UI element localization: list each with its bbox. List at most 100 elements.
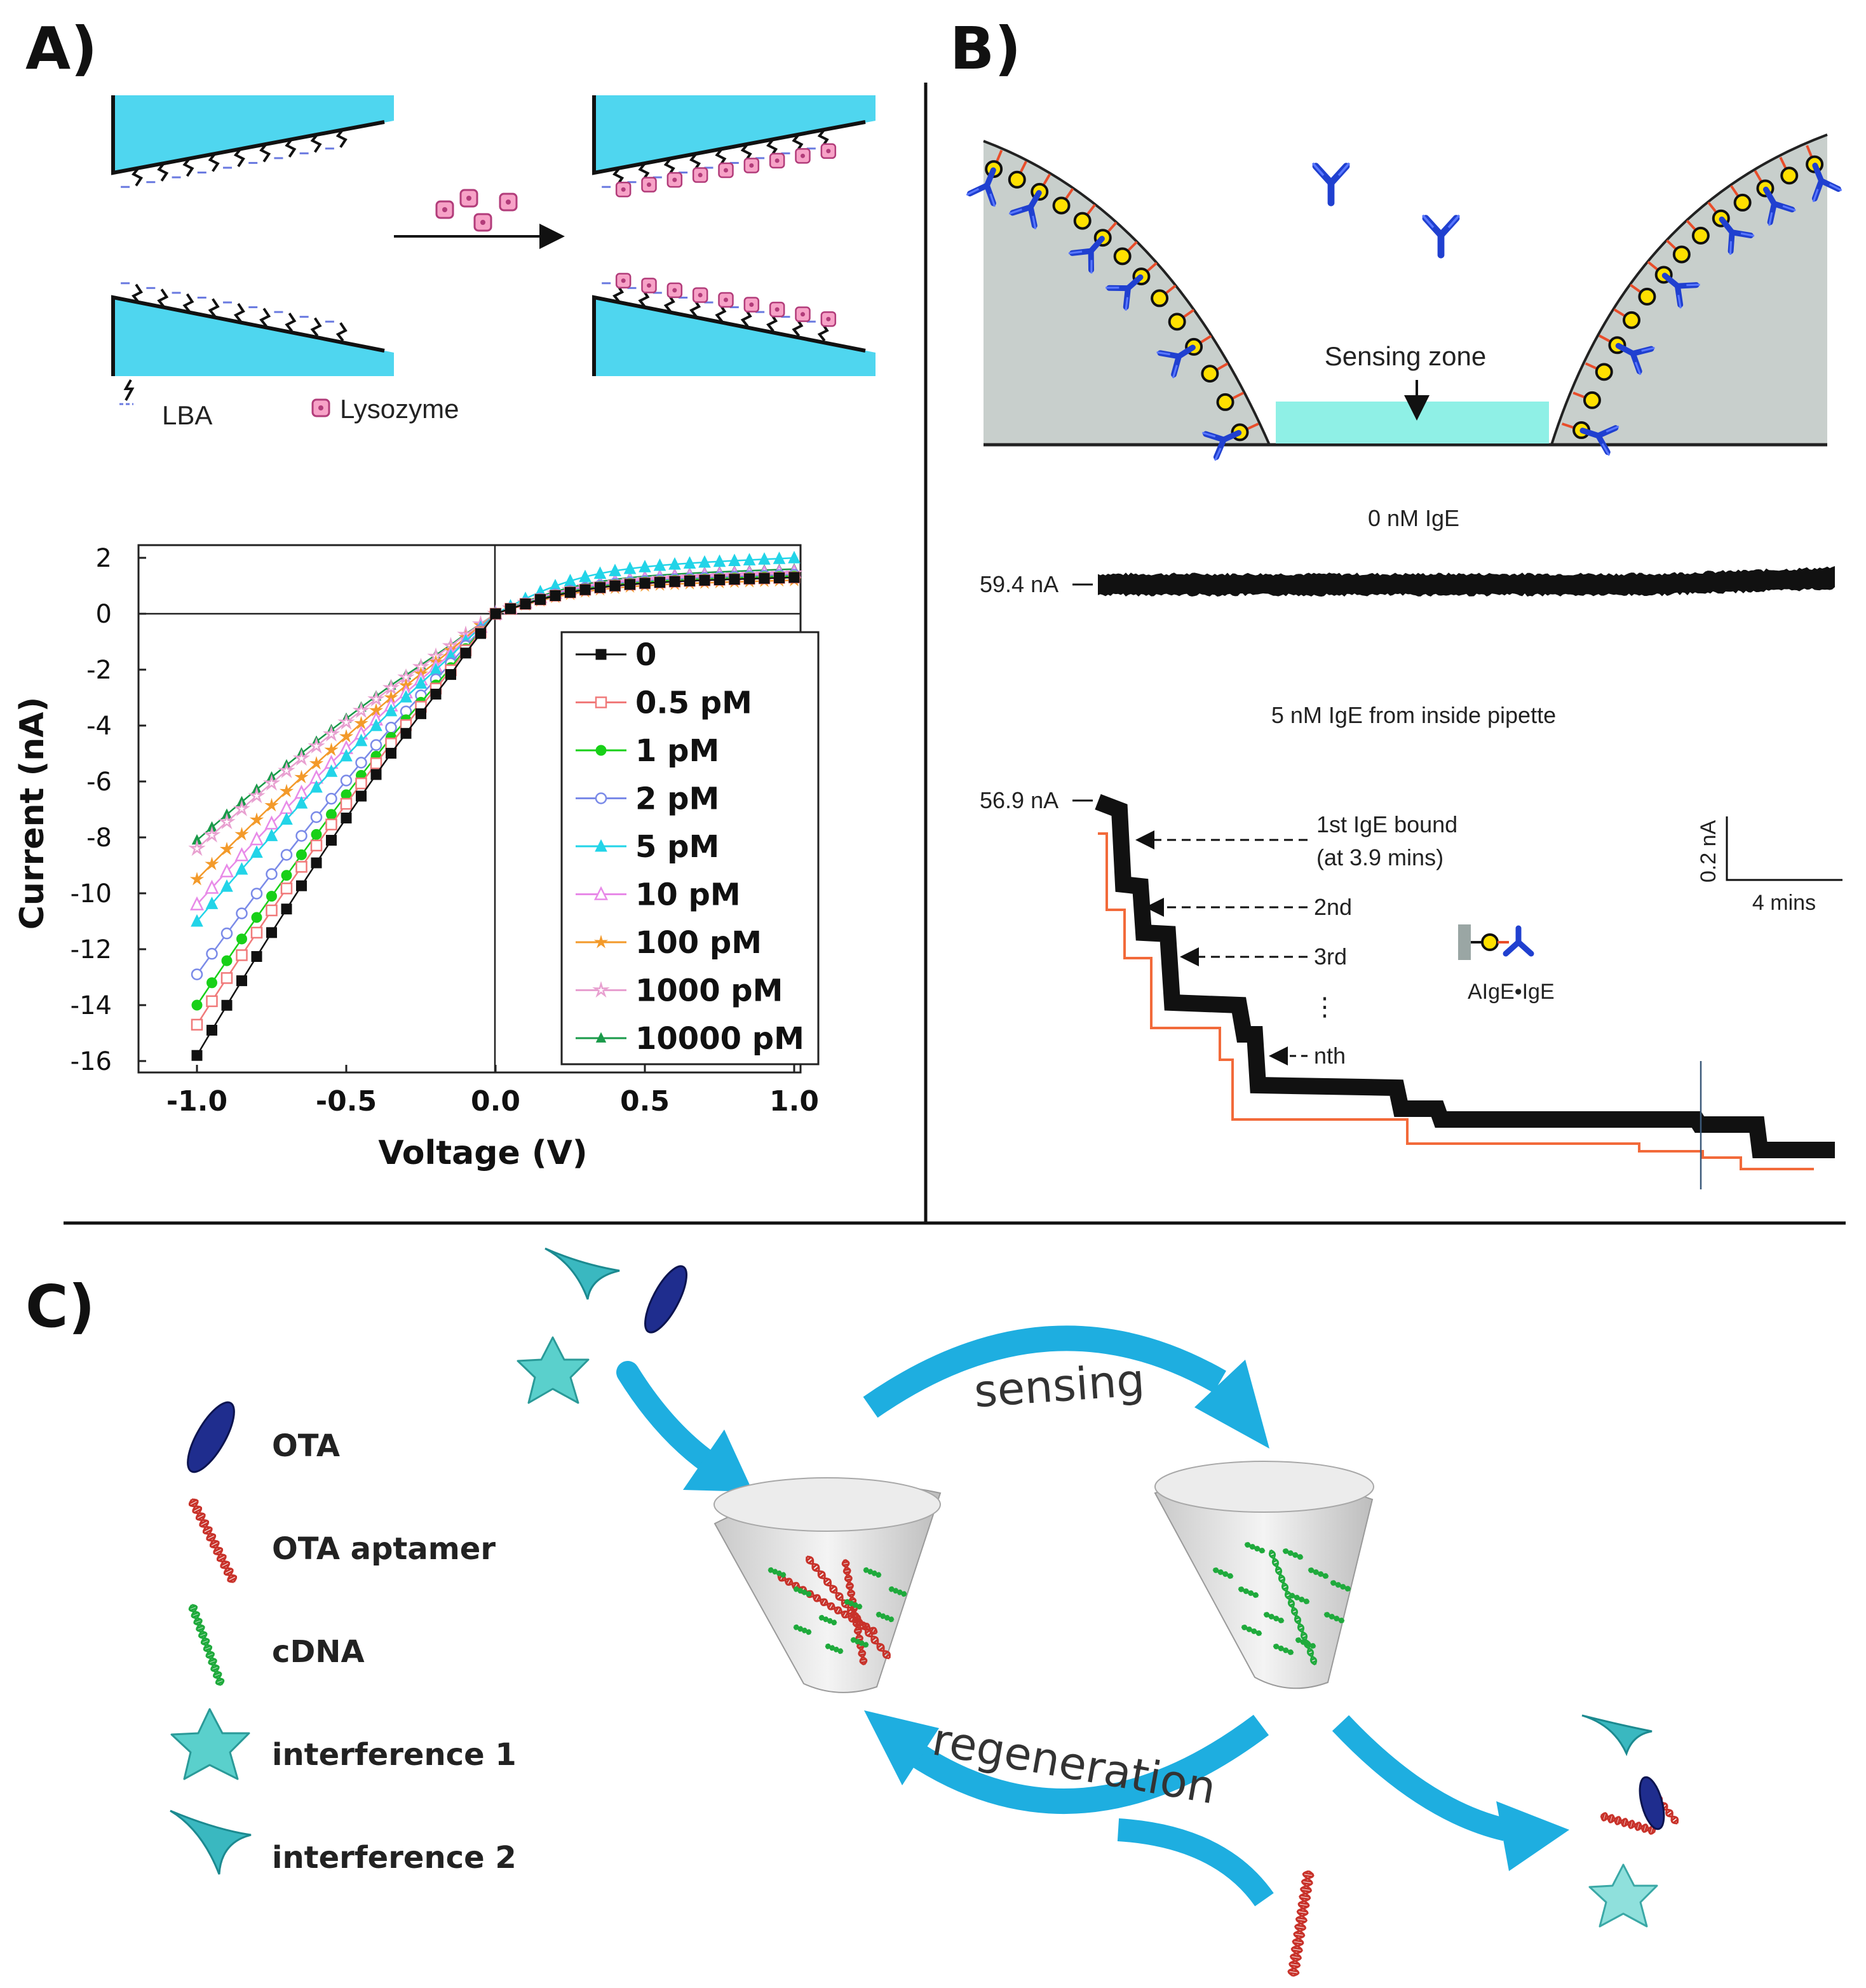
aptamer-linker [1754, 170, 1763, 183]
lysozyme [615, 181, 632, 198]
aptamer-linker [1200, 335, 1212, 344]
data-point [191, 1018, 203, 1031]
cdna-strand [1241, 1625, 1262, 1636]
ige-antibody [966, 167, 996, 207]
legend-marker [595, 649, 607, 660]
aptamer-head [1151, 289, 1169, 308]
aptamer-linker [1686, 219, 1697, 231]
scale-bar-x-label: 4 mins [1752, 891, 1816, 915]
aptamer-linker [1086, 204, 1096, 216]
data-point [535, 594, 546, 605]
data-point [311, 857, 322, 869]
legend-entry: 0.5 pM [635, 686, 752, 721]
lysozyme [718, 292, 734, 308]
legend-entry: 10000 pM [635, 1021, 804, 1057]
hybridized-cdna [825, 1643, 844, 1654]
data-point [309, 756, 324, 770]
data-point [250, 888, 263, 900]
data-point [236, 975, 247, 987]
aptamer-linker [995, 149, 1003, 163]
sensing-arrow [863, 1325, 1226, 1418]
aptamer-linker [1165, 285, 1177, 295]
ige-antibody [1201, 429, 1242, 461]
aptamer-linker [1647, 260, 1659, 271]
lysozyme-legend-label: Lysozyme [340, 394, 459, 424]
y-tick-label: 2 [96, 544, 112, 573]
data-point [205, 856, 219, 870]
aptamer-head [1638, 287, 1656, 306]
lysozyme [615, 273, 632, 289]
binding-label-dots: ⋮ [1312, 992, 1337, 1022]
data-point [341, 813, 352, 824]
y-tick-label: -10 [71, 879, 112, 909]
output-arrow [1332, 1715, 1509, 1841]
current-trace-0nM [1098, 566, 1835, 597]
data-point [322, 725, 341, 742]
data-point [654, 577, 665, 588]
lba-strand [335, 322, 348, 342]
aptamer-head [1780, 166, 1799, 185]
data-point [191, 1050, 203, 1061]
y-tick-label: -8 [86, 823, 112, 853]
data-point [250, 926, 263, 939]
data-point [206, 995, 218, 1008]
data-point [221, 955, 233, 966]
ige-antibody [1156, 344, 1196, 379]
cdna-strand [1330, 1580, 1351, 1592]
lba-strand [335, 128, 348, 148]
binding-label-1: 1st IgE bound [1316, 811, 1457, 837]
data-point [490, 608, 501, 619]
hybridized-cdna [876, 1611, 895, 1623]
data-point [280, 812, 293, 825]
lysozyme [769, 152, 785, 169]
hybridized-cdna [767, 1567, 787, 1578]
lba-strand [132, 166, 144, 187]
data-point [296, 880, 307, 891]
data-point [386, 748, 396, 759]
data-point [219, 841, 234, 855]
ige-antibody [1105, 274, 1144, 311]
lba-strand [285, 138, 297, 158]
lba-strand [182, 293, 194, 313]
aptamer-head [1073, 212, 1092, 230]
data-point [340, 797, 353, 810]
data-point [639, 578, 651, 589]
ige-antibody [1421, 214, 1461, 259]
series-0 [191, 572, 800, 1061]
data-point [520, 598, 531, 610]
aptamer-linker [1042, 173, 1051, 186]
data-point [743, 553, 756, 565]
trace2-level-label: 56.9 nA [980, 787, 1058, 813]
data-point [266, 891, 277, 902]
data-point [367, 690, 385, 707]
binding-label-1-time: (at 3.9 mins) [1316, 844, 1443, 870]
ige-antibody [1719, 216, 1755, 255]
data-point [266, 927, 277, 938]
data-point [400, 727, 412, 739]
cdna-strand-long [1268, 1549, 1318, 1666]
data-point [340, 748, 353, 762]
nanopore-cone-left [713, 1477, 942, 1693]
data-point [758, 552, 771, 565]
data-point [236, 949, 248, 961]
data-point [595, 582, 605, 593]
lba-strand [157, 288, 169, 308]
lysozyme [692, 287, 708, 303]
interference-2-output [1581, 1714, 1653, 1757]
data-point [236, 907, 248, 919]
data-point [445, 669, 456, 680]
data-point [235, 862, 248, 875]
data-point [220, 972, 233, 984]
step-fit-trace [1098, 832, 1814, 1170]
x-tick-label: 0.5 [620, 1085, 670, 1118]
data-point [370, 769, 382, 780]
data-point [310, 780, 323, 793]
ige-antibody [1068, 236, 1105, 274]
trace1-level-label: 59.4 nA [980, 571, 1058, 597]
hybridized-cdna [793, 1586, 812, 1597]
legend-entry: 1 pM [635, 733, 719, 769]
data-point [294, 769, 309, 783]
ige-antibody [1661, 273, 1700, 309]
lba-strand [259, 308, 271, 327]
